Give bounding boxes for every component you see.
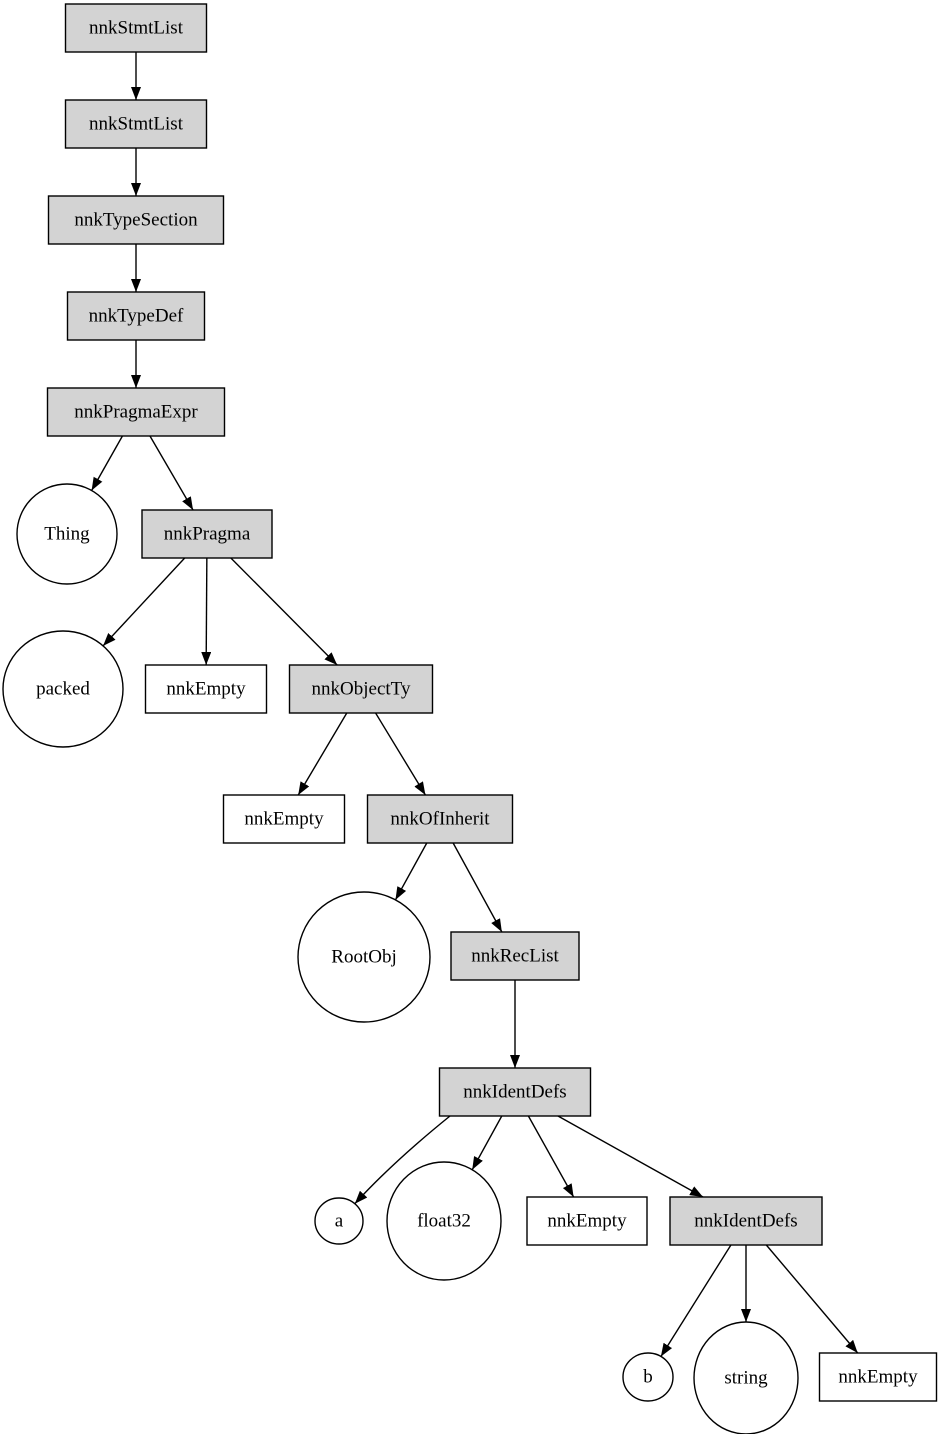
graph-edge-pragmaexpr-to-pragma	[149, 435, 194, 511]
graph-node-ofinherit: nnkOfInherit	[366, 794, 514, 844]
graph-edge-objectty-to-empty2	[297, 712, 348, 796]
node-ellipse-shape	[314, 1197, 364, 1245]
graph-node-identdefs1: nnkIdentDefs	[438, 1067, 592, 1117]
node-box-shape	[438, 1067, 592, 1117]
graph-node-typedef: nnkTypeDef	[66, 291, 206, 341]
node-label: nnkEmpty	[166, 679, 246, 700]
node-box-shape	[450, 931, 580, 981]
node-label: nnkTypeSection	[74, 210, 198, 231]
node-box-shape	[818, 1352, 938, 1402]
node-label: nnkEmpty	[547, 1211, 627, 1232]
node-label: nnkOfInherit	[390, 809, 490, 830]
graph-edge-pragma-to-objectty	[230, 557, 338, 666]
graph-edge-objectty-to-ofinherit	[374, 712, 427, 796]
node-box-shape	[66, 291, 206, 341]
graph-edge-identdefs1-to-float32	[471, 1115, 503, 1171]
node-label: nnkObjectTy	[312, 679, 411, 700]
node-box-shape	[222, 794, 346, 844]
node-box-shape	[64, 99, 208, 149]
graph-edge-pragmaexpr-to-thing	[91, 435, 124, 491]
graph-node-reclist: nnkRecList	[450, 931, 580, 981]
node-label: nnkRecList	[471, 946, 559, 967]
node-label: float32	[417, 1211, 471, 1232]
graph-edge-identdefs2-to-empty4	[765, 1244, 859, 1354]
graph-edge-identdefs1-to-a	[354, 1115, 451, 1205]
graph-node-rootobj: RootObj	[297, 891, 431, 1023]
node-ellipse-shape	[693, 1321, 799, 1434]
graph-node-float32: float32	[386, 1161, 502, 1281]
node-label: b	[643, 1367, 653, 1388]
graph-node-objectty: nnkObjectTy	[288, 664, 434, 714]
node-label: Thing	[44, 524, 90, 545]
node-box-shape	[141, 509, 273, 559]
node-label: nnkEmpty	[838, 1367, 918, 1388]
graph-node-a: a	[314, 1197, 364, 1245]
graph-edge-identdefs1-to-empty3	[527, 1115, 575, 1198]
node-box-shape	[366, 794, 514, 844]
node-label: nnkIdentDefs	[694, 1211, 797, 1232]
node-ellipse-shape	[2, 630, 124, 748]
graph-node-stmtlist2: nnkStmtList	[64, 99, 208, 149]
node-box-shape	[64, 3, 208, 53]
node-layer: nnkStmtList nnkStmtList nnkTypeSection nnkT…	[2, 3, 938, 1434]
graph-node-packed: packed	[2, 630, 124, 748]
graph-node-string: string	[693, 1321, 799, 1434]
edge-layer	[91, 52, 859, 1357]
graph-node-thing: Thing	[16, 483, 118, 585]
graph-node-stmtlist1: nnkStmtList	[64, 3, 208, 53]
graph-node-empty4: nnkEmpty	[818, 1352, 938, 1402]
node-ellipse-shape	[386, 1161, 502, 1281]
graph-node-pragma: nnkPragma	[141, 509, 273, 559]
graph-edge-ofinherit-to-rootobj	[394, 842, 428, 901]
graph-edge-identdefs1-to-identdefs2	[557, 1115, 704, 1198]
graph-node-empty1: nnkEmpty	[144, 664, 268, 714]
node-label: nnkStmtList	[89, 114, 184, 135]
node-label: a	[335, 1211, 344, 1232]
graph-node-typesection: nnkTypeSection	[47, 195, 225, 245]
node-box-shape	[144, 664, 268, 714]
graph-node-pragmaexpr: nnkPragmaExpr	[46, 387, 226, 437]
node-label: nnkPragmaExpr	[74, 402, 198, 423]
node-label: string	[724, 1368, 768, 1389]
node-label: nnkStmtList	[89, 18, 184, 39]
graph-node-empty2: nnkEmpty	[222, 794, 346, 844]
node-label: packed	[36, 679, 90, 700]
node-label: RootObj	[331, 947, 396, 968]
node-label: nnkEmpty	[244, 809, 324, 830]
node-ellipse-shape	[16, 483, 118, 585]
node-box-shape	[288, 664, 434, 714]
graph-edge-pragma-to-empty1	[201, 557, 212, 666]
node-box-shape	[526, 1196, 648, 1246]
graph-node-empty3: nnkEmpty	[526, 1196, 648, 1246]
node-box-shape	[669, 1196, 823, 1246]
node-ellipse-shape	[297, 891, 431, 1023]
node-label: nnkTypeDef	[89, 306, 184, 327]
node-label: nnkPragma	[164, 524, 251, 545]
graph-edge-ofinherit-to-reclist	[452, 842, 503, 933]
graph-edge-pragma-to-packed	[102, 557, 186, 647]
node-box-shape	[47, 195, 225, 245]
graph-node-b: b	[622, 1352, 674, 1402]
graph-edge-identdefs2-to-b	[660, 1244, 732, 1357]
node-label: nnkIdentDefs	[463, 1082, 566, 1103]
node-ellipse-shape	[622, 1352, 674, 1402]
node-box-shape	[46, 387, 226, 437]
graph-node-identdefs2: nnkIdentDefs	[669, 1196, 823, 1246]
